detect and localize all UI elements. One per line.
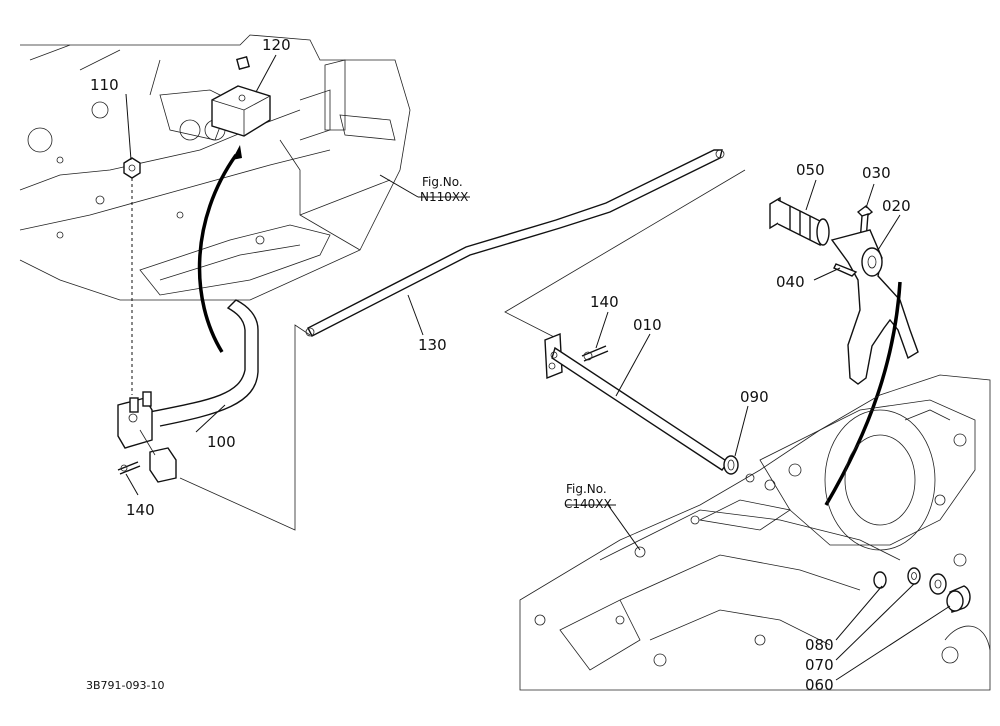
part-100-rod [117,299,259,483]
fig-ref-c140-line2: C140XX [564,497,612,511]
callout-120: 120 [262,36,291,54]
callout-070: 070 [805,656,834,674]
callout-060: 060 [805,676,834,694]
part-050-spring [769,196,830,247]
part-090-ring [723,455,739,475]
callout-110: 110 [90,76,119,94]
callout-090: 090 [740,388,769,406]
callout-100: 100 [207,433,236,451]
callout-020: 020 [882,197,911,215]
assembly-arrow-100 [197,153,238,353]
callout-labels: 110 120 130 100 140 140 010 090 050 030 … [90,36,911,694]
callout-040: 040 [776,273,805,291]
part-140-pin-right [581,345,609,362]
callout-030: 030 [862,164,891,182]
fig-ref-c140-line1: Fig.No. [566,482,607,496]
assembly-arrow-020 [824,281,902,506]
callout-080: 080 [805,636,834,654]
leader-lines [125,54,951,681]
fig-ref-c140: Fig.No. C140XX [564,482,612,511]
callout-010: 010 [633,316,662,334]
part-020-fork [830,229,919,385]
part-130-rod [305,149,725,337]
part-110-nut [123,157,141,395]
part-040-pin [833,263,858,277]
callout-050: 050 [796,161,825,179]
fig-ref-n110-line1: Fig.No. [422,175,463,189]
upper-housing [19,34,411,301]
callout-140-left: 140 [126,501,155,519]
drawing-code: 3B791-093-10 [86,679,164,692]
callout-130: 130 [418,336,447,354]
part-010-shaft [544,332,730,471]
fig-ref-n110-line2: N110XX [420,190,468,204]
fig-ref-n110: Fig.No. N110XX [420,175,468,204]
callout-140-right: 140 [590,293,619,311]
part-140-pin-left [117,461,141,475]
parts-060-080 [873,567,971,613]
part-120-block [211,56,271,137]
lower-housing [519,374,991,691]
